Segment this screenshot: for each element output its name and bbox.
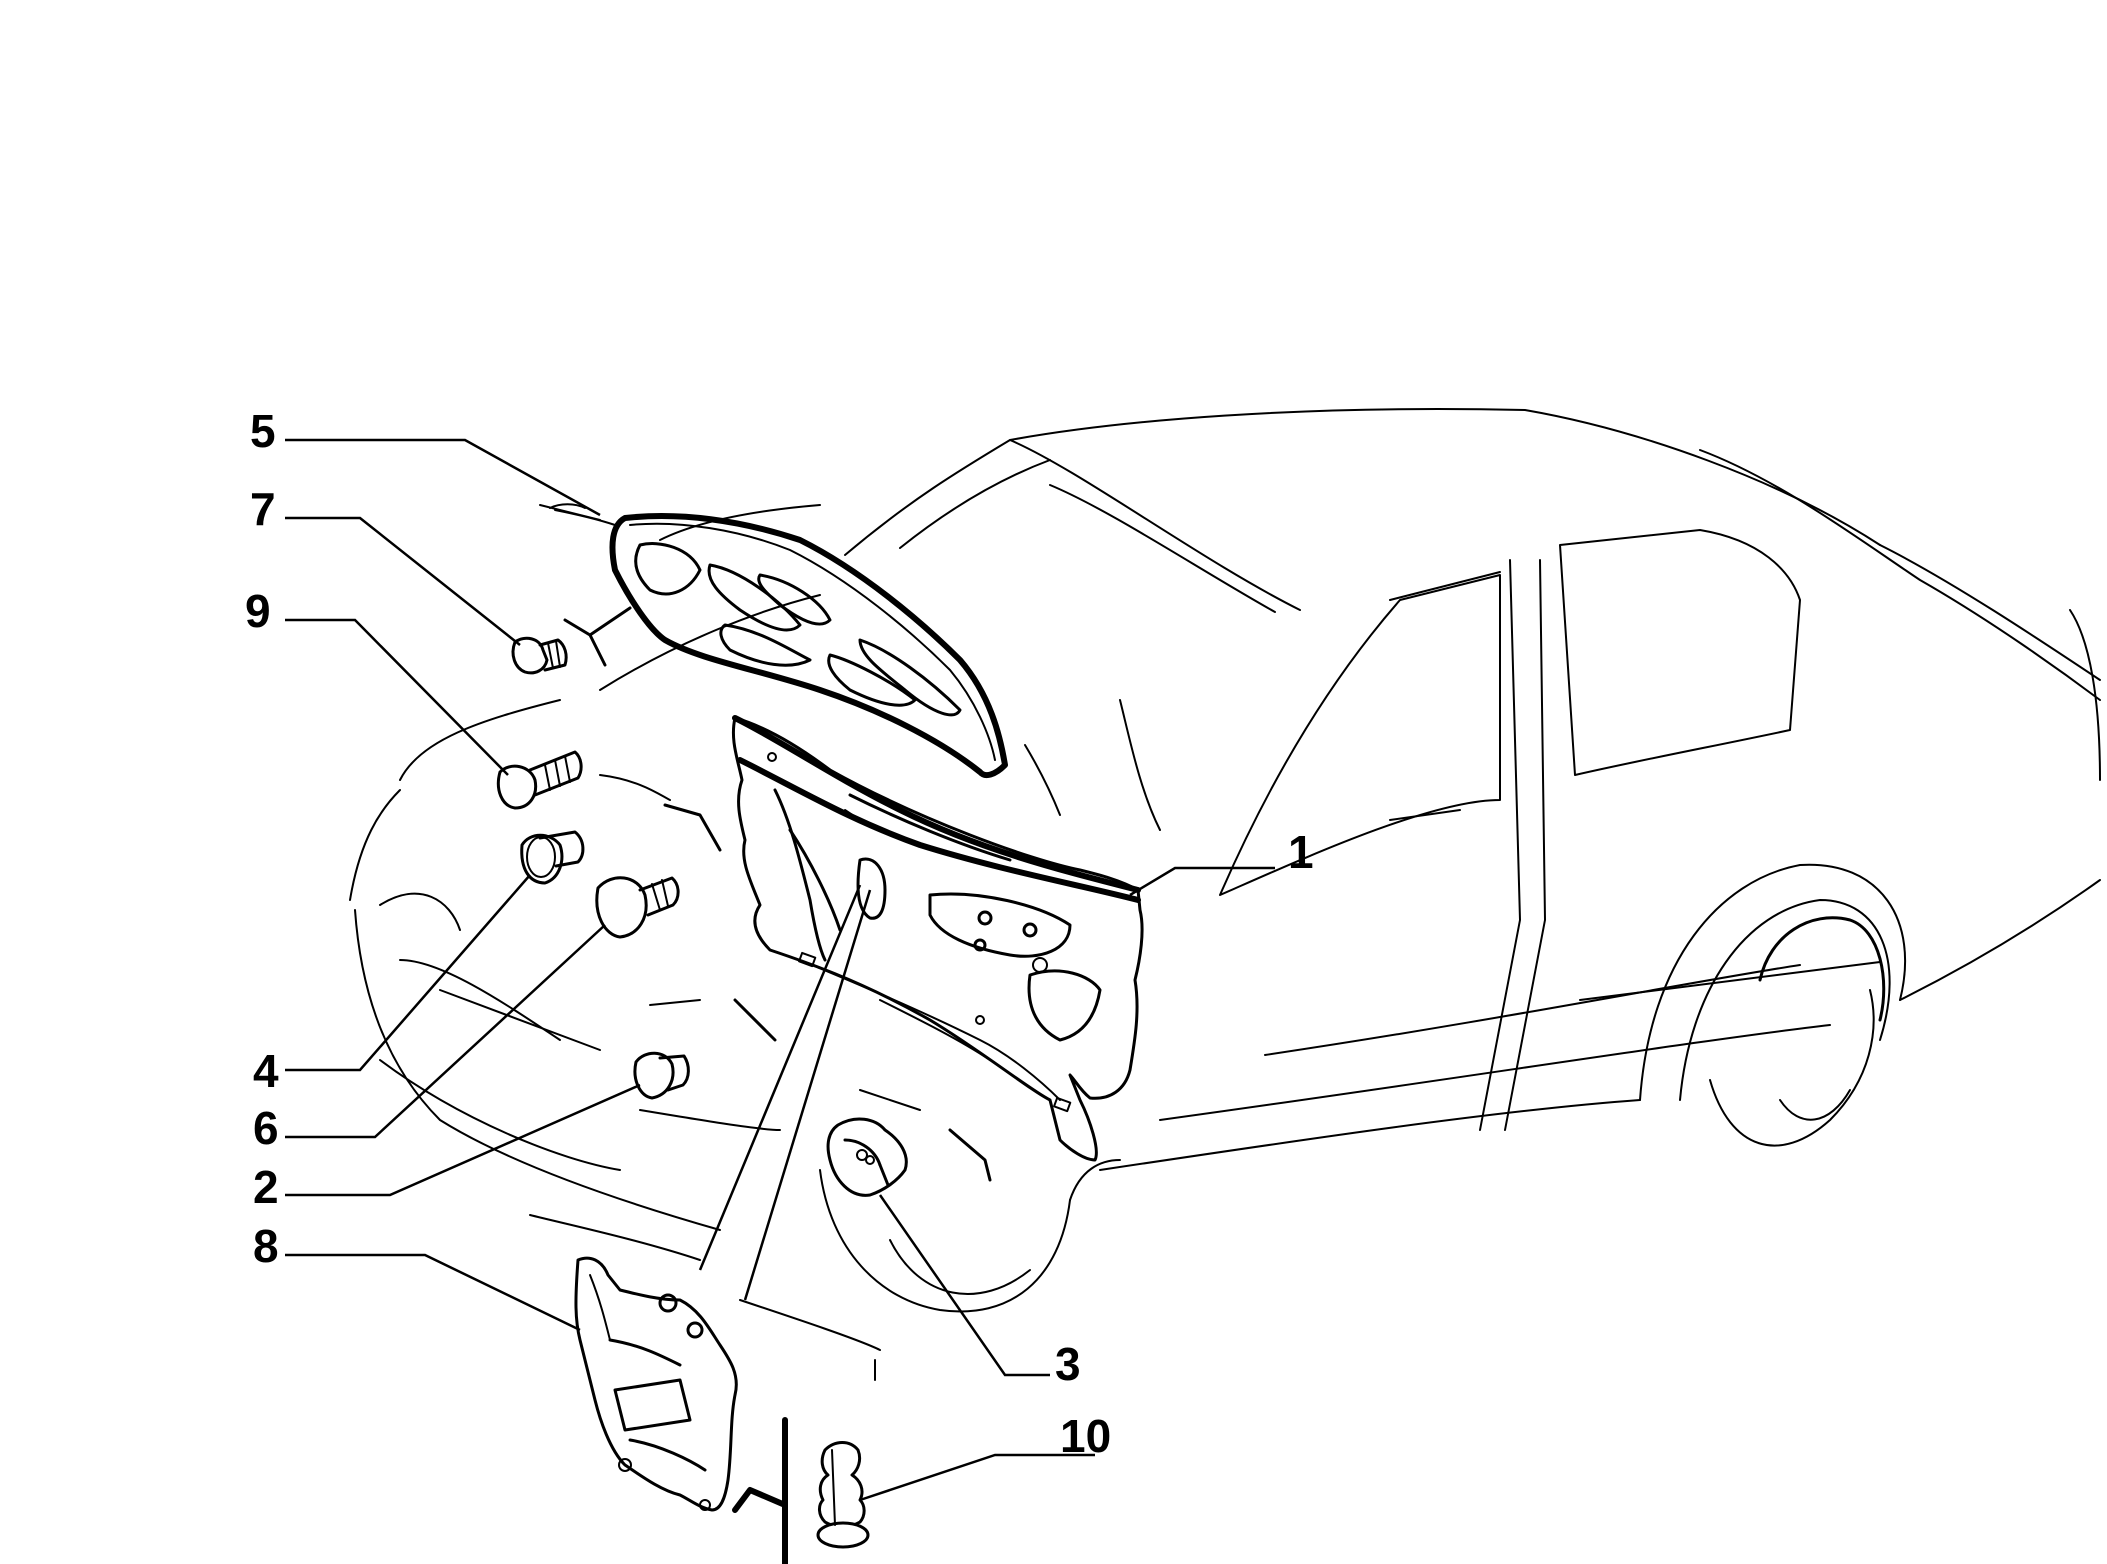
- car-body-outline: [349, 408, 2101, 1381]
- leader-lines: [285, 438, 1275, 1502]
- callout-4: 4: [253, 1045, 279, 1097]
- callout-9: 9: [245, 585, 271, 637]
- hood-inner-panel: [731, 715, 1144, 1162]
- callout-2: 2: [253, 1161, 279, 1213]
- callout-10: 10: [1060, 1410, 1111, 1462]
- bolt-part-6: [595, 876, 680, 939]
- hinge-bracket-part-8: [574, 1256, 738, 1512]
- lock-bracket-part-3: [826, 1117, 908, 1197]
- plug-part-7: [511, 606, 632, 675]
- callout-6: 6: [253, 1102, 279, 1154]
- callout-7: 7: [250, 483, 276, 535]
- clip-part-2: [633, 1051, 690, 1100]
- callout-8: 8: [253, 1220, 279, 1272]
- screw-part-9: [496, 750, 583, 810]
- grommet-part-4: [520, 830, 585, 885]
- callout-1: 1: [1288, 826, 1314, 878]
- callout-3: 3: [1055, 1338, 1081, 1390]
- hood-insulation-pad: [549, 503, 1008, 779]
- callout-5: 5: [250, 405, 276, 457]
- pushpin-part-10: [732, 1417, 870, 1564]
- callout-labels: 5 7 9 1 4 6 2 8 3 10: [245, 405, 1314, 1462]
